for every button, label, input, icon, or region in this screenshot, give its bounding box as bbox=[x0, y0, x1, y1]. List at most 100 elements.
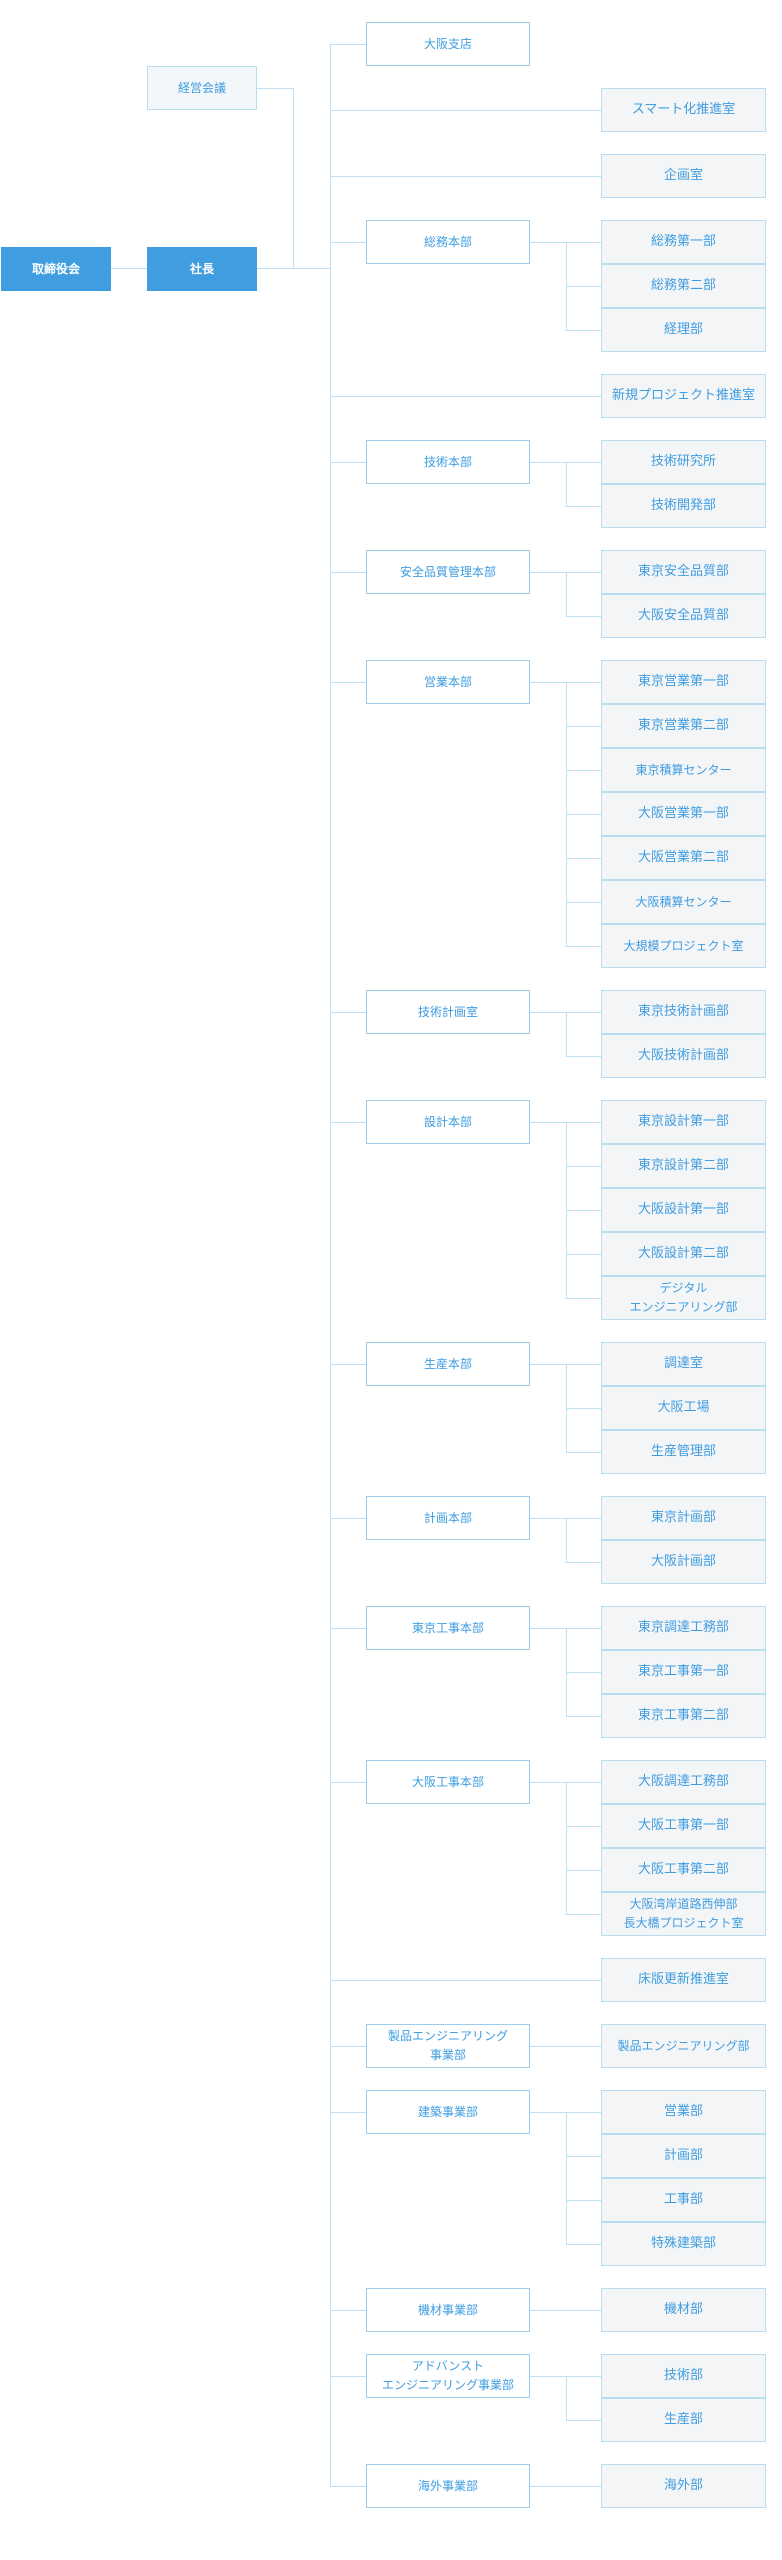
sub-branch bbox=[566, 1408, 601, 1409]
spine-branch bbox=[330, 462, 366, 463]
division-connector bbox=[530, 2310, 601, 2311]
sub-spine bbox=[566, 1122, 567, 1298]
management-council-box: 経営会議 bbox=[147, 66, 257, 110]
division-box: 生産本部 bbox=[366, 1342, 530, 1386]
department-box: 新規プロジェクト推進室 bbox=[601, 374, 766, 418]
division-connector bbox=[530, 1364, 601, 1365]
spine-branch bbox=[330, 242, 366, 243]
department-box: デジタル エンジニアリング部 bbox=[601, 1276, 766, 1320]
sub-spine bbox=[566, 1518, 567, 1562]
sub-branch bbox=[566, 330, 601, 331]
department-box: 生産管理部 bbox=[601, 1430, 766, 1474]
division-box: 機材事業部 bbox=[366, 2288, 530, 2332]
department-box: 大阪設計第二部 bbox=[601, 1232, 766, 1276]
department-box: 大阪工場 bbox=[601, 1386, 766, 1430]
sub-branch bbox=[566, 286, 601, 287]
division-connector bbox=[530, 1122, 601, 1123]
sub-branch bbox=[566, 1826, 601, 1827]
sub-spine bbox=[566, 1364, 567, 1452]
department-box: 企画室 bbox=[601, 154, 766, 198]
department-box: 製品エンジニアリング部 bbox=[601, 2024, 766, 2068]
division-connector bbox=[530, 1628, 601, 1629]
sub-branch bbox=[566, 2420, 601, 2421]
department-box: 東京工事第一部 bbox=[601, 1650, 766, 1694]
division-connector bbox=[530, 682, 601, 683]
division-connector bbox=[530, 2376, 601, 2377]
department-box: 海外部 bbox=[601, 2464, 766, 2508]
sub-branch bbox=[566, 1210, 601, 1211]
department-box: 大阪設計第一部 bbox=[601, 1188, 766, 1232]
spine-branch bbox=[330, 1628, 366, 1629]
president-box: 社長 bbox=[147, 247, 257, 291]
sub-branch bbox=[566, 1914, 601, 1915]
division-connector bbox=[530, 462, 601, 463]
division-box: 技術本部 bbox=[366, 440, 530, 484]
sub-branch bbox=[566, 2244, 601, 2245]
department-box: 東京調達工務部 bbox=[601, 1606, 766, 1650]
spine-branch bbox=[330, 2046, 366, 2047]
department-box: 大阪積算センター bbox=[601, 880, 766, 924]
department-box: 特殊建築部 bbox=[601, 2222, 766, 2266]
division-connector bbox=[530, 1012, 601, 1013]
spine-branch bbox=[330, 1364, 366, 1365]
division-box: 大阪工事本部 bbox=[366, 1760, 530, 1804]
department-box: 東京計画部 bbox=[601, 1496, 766, 1540]
department-box: 機材部 bbox=[601, 2288, 766, 2332]
division-box: 技術計画室 bbox=[366, 990, 530, 1034]
department-box: 経理部 bbox=[601, 308, 766, 352]
division-connector bbox=[530, 1782, 601, 1783]
department-box: 東京安全品質部 bbox=[601, 550, 766, 594]
sub-spine bbox=[566, 1012, 567, 1056]
department-box: 技術研究所 bbox=[601, 440, 766, 484]
sub-spine bbox=[566, 1782, 567, 1914]
division-box: 計画本部 bbox=[366, 1496, 530, 1540]
department-box: 総務第二部 bbox=[601, 264, 766, 308]
department-box: 大阪計画部 bbox=[601, 1540, 766, 1584]
spine-branch bbox=[330, 2112, 366, 2113]
spine-branch bbox=[330, 1518, 366, 1519]
department-box: 東京営業第二部 bbox=[601, 704, 766, 748]
spine-branch bbox=[330, 2310, 366, 2311]
spine-branch bbox=[330, 176, 601, 177]
department-box: 技術部 bbox=[601, 2354, 766, 2398]
main-spine bbox=[330, 44, 331, 2486]
sub-branch bbox=[566, 858, 601, 859]
department-box: 総務第一部 bbox=[601, 220, 766, 264]
sub-branch bbox=[566, 1452, 601, 1453]
department-box: 大阪営業第一部 bbox=[601, 792, 766, 836]
spine-branch bbox=[330, 1012, 366, 1013]
department-box: 技術開発部 bbox=[601, 484, 766, 528]
department-box: 計画部 bbox=[601, 2134, 766, 2178]
division-box: 海外事業部 bbox=[366, 2464, 530, 2508]
division-box: 大阪支店 bbox=[366, 22, 530, 66]
board-of-directors-box: 取締役会 bbox=[1, 247, 111, 291]
council-connector-v bbox=[293, 88, 294, 268]
department-box: 東京工事第二部 bbox=[601, 1694, 766, 1738]
division-box: 建築事業部 bbox=[366, 2090, 530, 2134]
department-box: 東京積算センター bbox=[601, 748, 766, 792]
sub-branch bbox=[566, 1716, 601, 1717]
division-connector bbox=[530, 1518, 601, 1519]
division-box: 製品エンジニアリング 事業部 bbox=[366, 2024, 530, 2068]
sub-branch bbox=[566, 616, 601, 617]
spine-branch bbox=[330, 1782, 366, 1783]
spine-branch bbox=[330, 1122, 366, 1123]
division-box: 総務本部 bbox=[366, 220, 530, 264]
department-box: 東京設計第一部 bbox=[601, 1100, 766, 1144]
spine-branch bbox=[330, 110, 601, 111]
division-box: 設計本部 bbox=[366, 1100, 530, 1144]
sub-branch bbox=[566, 1056, 601, 1057]
sub-branch bbox=[566, 1298, 601, 1299]
division-connector bbox=[530, 2112, 601, 2113]
president-spine-connector bbox=[257, 268, 330, 269]
department-box: 大阪調達工務部 bbox=[601, 1760, 766, 1804]
department-box: スマート化推進室 bbox=[601, 88, 766, 132]
spine-branch bbox=[330, 1980, 601, 1981]
spine-branch bbox=[330, 396, 601, 397]
sub-spine bbox=[566, 682, 567, 946]
sub-spine bbox=[566, 242, 567, 330]
spine-branch bbox=[330, 572, 366, 573]
sub-spine bbox=[566, 462, 567, 506]
sub-branch bbox=[566, 770, 601, 771]
